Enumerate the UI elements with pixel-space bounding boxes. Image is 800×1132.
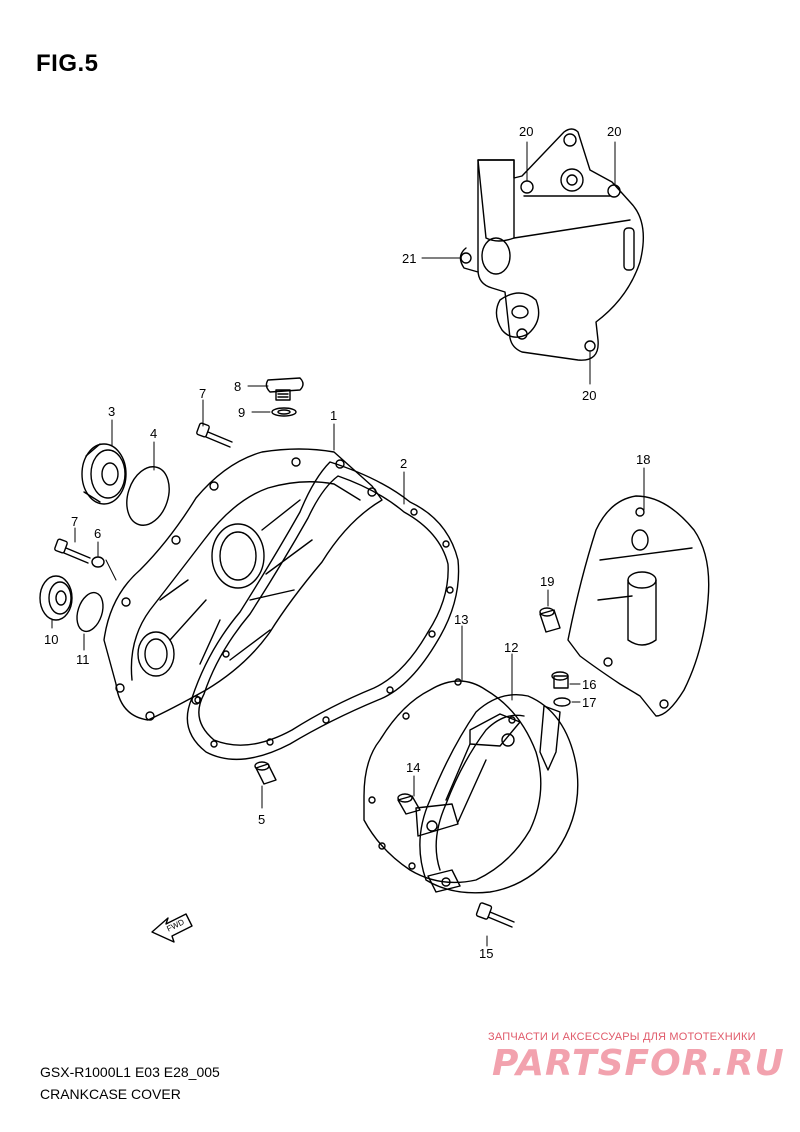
dowel-pin-part-5 <box>254 761 277 785</box>
watermark-tagline: ЗАПЧАСТИ И АКСЕССУАРЫ ДЛЯ МОТОТЕХНИКИ <box>488 1031 756 1043</box>
callout-6: 6 <box>94 526 101 541</box>
dowel-pin-part-19 <box>539 607 561 633</box>
cap-part-3 <box>81 443 127 505</box>
washer-part-17 <box>553 697 571 707</box>
callout-14: 14 <box>406 760 420 775</box>
clutch-cover-part-12 <box>415 694 579 894</box>
callout-12: 12 <box>504 640 518 655</box>
callout-18: 18 <box>636 452 650 467</box>
callout-10: 10 <box>44 632 58 647</box>
callout-21: 21 <box>402 251 416 266</box>
callout-3: 3 <box>108 404 115 419</box>
callout-16: 16 <box>582 677 596 692</box>
callout-8: 8 <box>234 379 241 394</box>
leader-lines-upper <box>421 141 616 385</box>
callout-labels: 1 2 3 4 5 6 7 7 8 9 10 11 12 13 14 15 16… <box>44 124 650 961</box>
model-code: GSX-R1000L1 E03 E28_005 <box>40 1064 220 1080</box>
callout-20-right: 20 <box>607 124 621 139</box>
bolt-part-7-upper <box>196 422 233 448</box>
cover-part-18 <box>567 495 710 717</box>
callout-20-bottom: 20 <box>582 388 596 403</box>
callout-17: 17 <box>582 695 596 710</box>
callout-4: 4 <box>150 426 157 441</box>
figure-title: FIG.5 <box>36 50 99 77</box>
watermark-logo: PARTSFOR.RU <box>492 1043 785 1084</box>
plug-part-16 <box>551 671 569 689</box>
callout-2: 2 <box>400 456 407 471</box>
washer-part-9 <box>271 407 297 417</box>
o-ring-part-11 <box>76 591 104 633</box>
section-name: CRANKCASE COVER <box>40 1086 181 1102</box>
callout-1: 1 <box>330 408 337 423</box>
o-ring-part-4 <box>126 466 170 526</box>
callout-7-lower: 7 <box>71 514 78 529</box>
callout-11: 11 <box>76 652 90 667</box>
callout-5: 5 <box>258 812 265 827</box>
callout-9: 9 <box>238 405 245 420</box>
gasket-part-13 <box>363 678 542 884</box>
callout-13: 13 <box>454 612 468 627</box>
bolt-part-15 <box>475 902 515 928</box>
callout-19: 19 <box>540 574 554 589</box>
dowel-pin-part-14 <box>397 793 421 815</box>
cap-part-10 <box>39 575 73 621</box>
callout-7-upper: 7 <box>199 386 206 401</box>
forward-arrow-icon <box>151 913 193 943</box>
upper-bracket-part <box>459 128 645 361</box>
washer-part-6 <box>91 556 105 568</box>
callout-15: 15 <box>479 946 493 961</box>
bolt-part-7-lower <box>54 538 91 564</box>
leader-lines <box>51 385 645 947</box>
crankcase-cover-part-1 <box>103 448 383 721</box>
gasket-part-2 <box>186 461 460 761</box>
callout-20-left: 20 <box>519 124 533 139</box>
plug-part-8 <box>265 377 304 401</box>
